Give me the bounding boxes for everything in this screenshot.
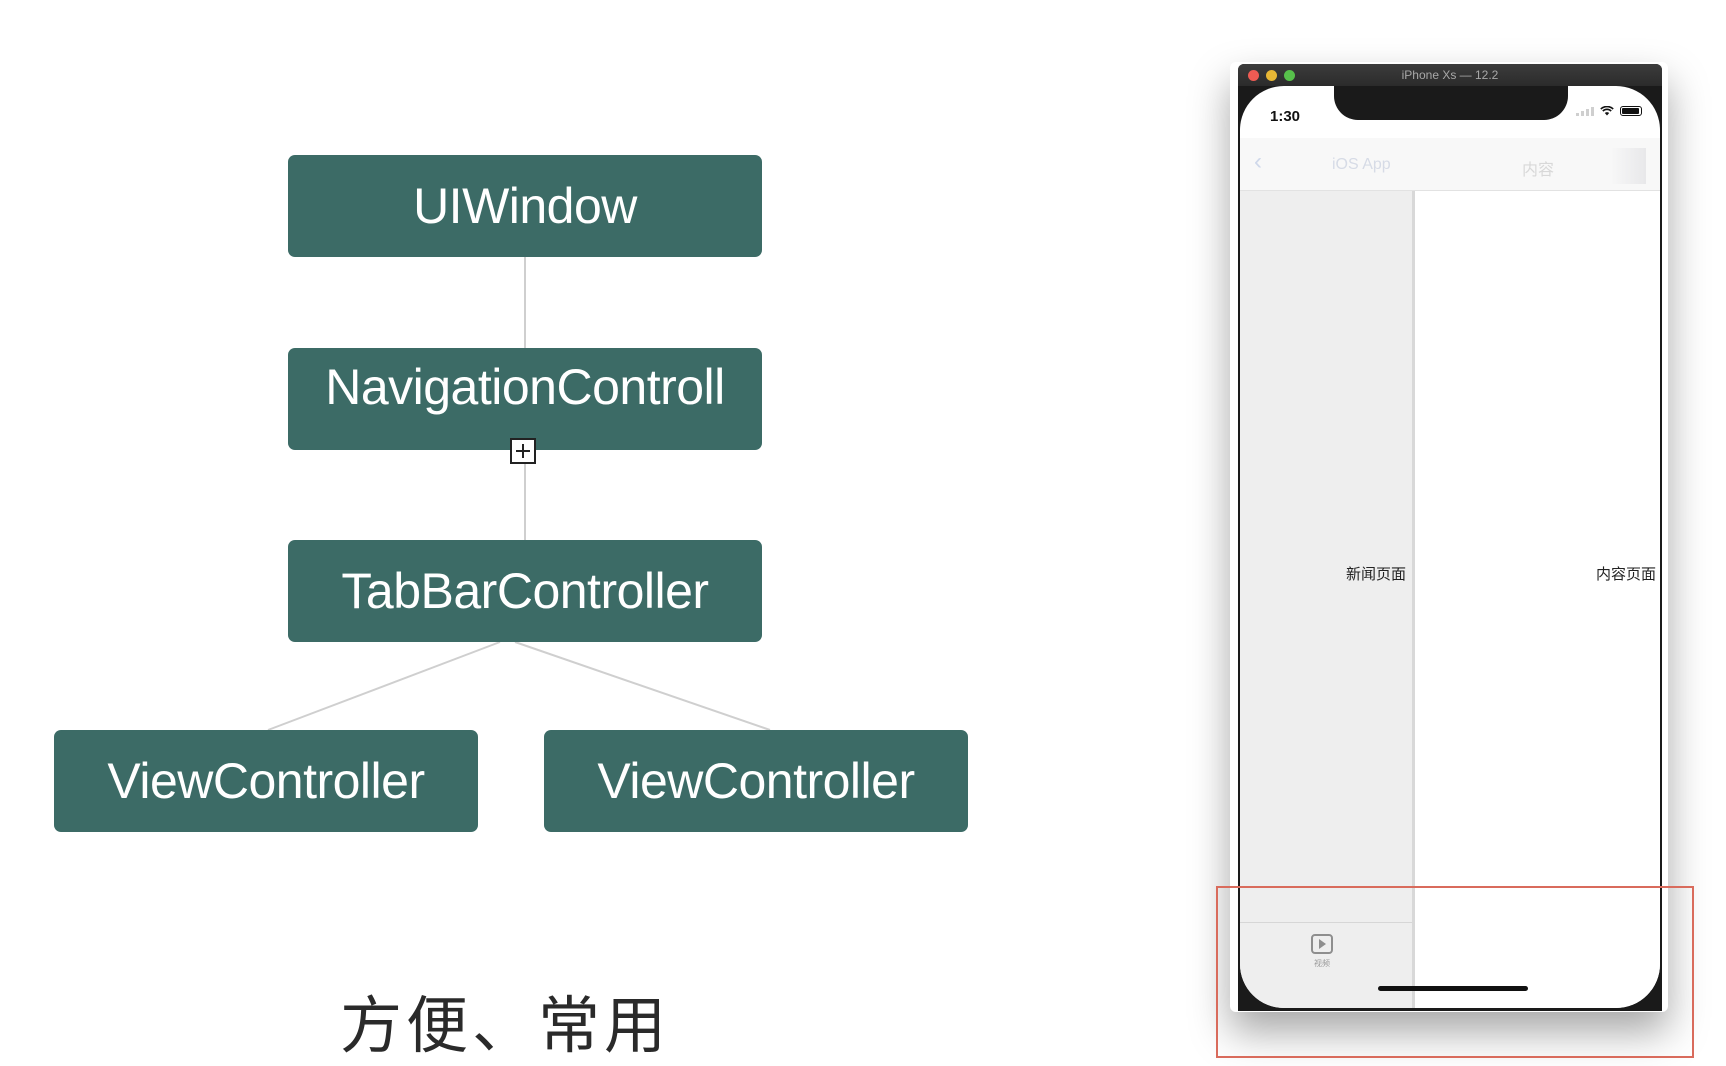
home-indicator[interactable] xyxy=(1378,986,1528,991)
minimize-window-button[interactable] xyxy=(1266,70,1277,81)
zoom-window-button[interactable] xyxy=(1284,70,1295,81)
content-page-label: 内容页面 xyxy=(1595,565,1656,583)
connector-tab-vc-left xyxy=(267,641,501,731)
status-time: 1:30 xyxy=(1270,108,1301,125)
video-play-icon xyxy=(1311,934,1333,954)
node-navigation-controller[interactable]: NavigationControll xyxy=(288,348,762,450)
connector-tab-vc-right xyxy=(514,641,771,731)
tabbar-highlight-box xyxy=(1216,886,1694,1058)
simulator-title: iPhone Xs — 12.2 xyxy=(1401,68,1499,82)
expand-icon[interactable] xyxy=(510,438,536,464)
nav-title: iOS App xyxy=(1332,156,1391,173)
tab-video-label: 视频 xyxy=(1314,959,1330,968)
content-page-pane: 内容页面 xyxy=(1415,191,1660,1008)
simulator-titlebar: iPhone Xs — 12.2 xyxy=(1238,64,1662,86)
slide-caption: 方便、常用 xyxy=(340,989,671,1062)
diagram-connectors xyxy=(267,257,771,731)
nav-content-label[interactable]: 内容 xyxy=(1522,162,1555,179)
navigation-bar: ‹ iOS App 内容 xyxy=(1240,138,1660,191)
news-page-label: 新闻页面 xyxy=(1345,565,1406,583)
cellular-signal-icon xyxy=(1576,106,1594,116)
battery-icon xyxy=(1620,106,1642,116)
node-viewcontroller-right[interactable]: ViewController xyxy=(544,730,968,832)
node-tabbar-controller[interactable]: TabBarController xyxy=(288,540,762,642)
node-viewcontroller-left[interactable]: ViewController xyxy=(54,730,478,832)
device-notch xyxy=(1334,86,1568,120)
status-icons xyxy=(1576,106,1642,116)
ios-simulator-window: iPhone Xs — 12.2 1:30 ‹ iOS App 内容 新闻页面 … xyxy=(1238,64,1662,1011)
hierarchy-diagram: UIWindow NavigationControll TabBarContro… xyxy=(54,155,968,1062)
node-uiwindow[interactable]: UIWindow xyxy=(288,155,762,257)
close-window-button[interactable] xyxy=(1248,70,1259,81)
wifi-icon xyxy=(1600,106,1614,116)
chevron-left-icon[interactable]: ‹ xyxy=(1254,148,1262,175)
tabbar-divider xyxy=(1240,922,1412,923)
tab-video[interactable]: 视频 xyxy=(1302,934,1342,984)
share-icon[interactable] xyxy=(1610,148,1646,184)
news-page-pane: 新闻页面 xyxy=(1240,191,1415,1008)
phone-screen: 1:30 ‹ iOS App 内容 新闻页面 内容页面 视频 xyxy=(1240,86,1660,1008)
